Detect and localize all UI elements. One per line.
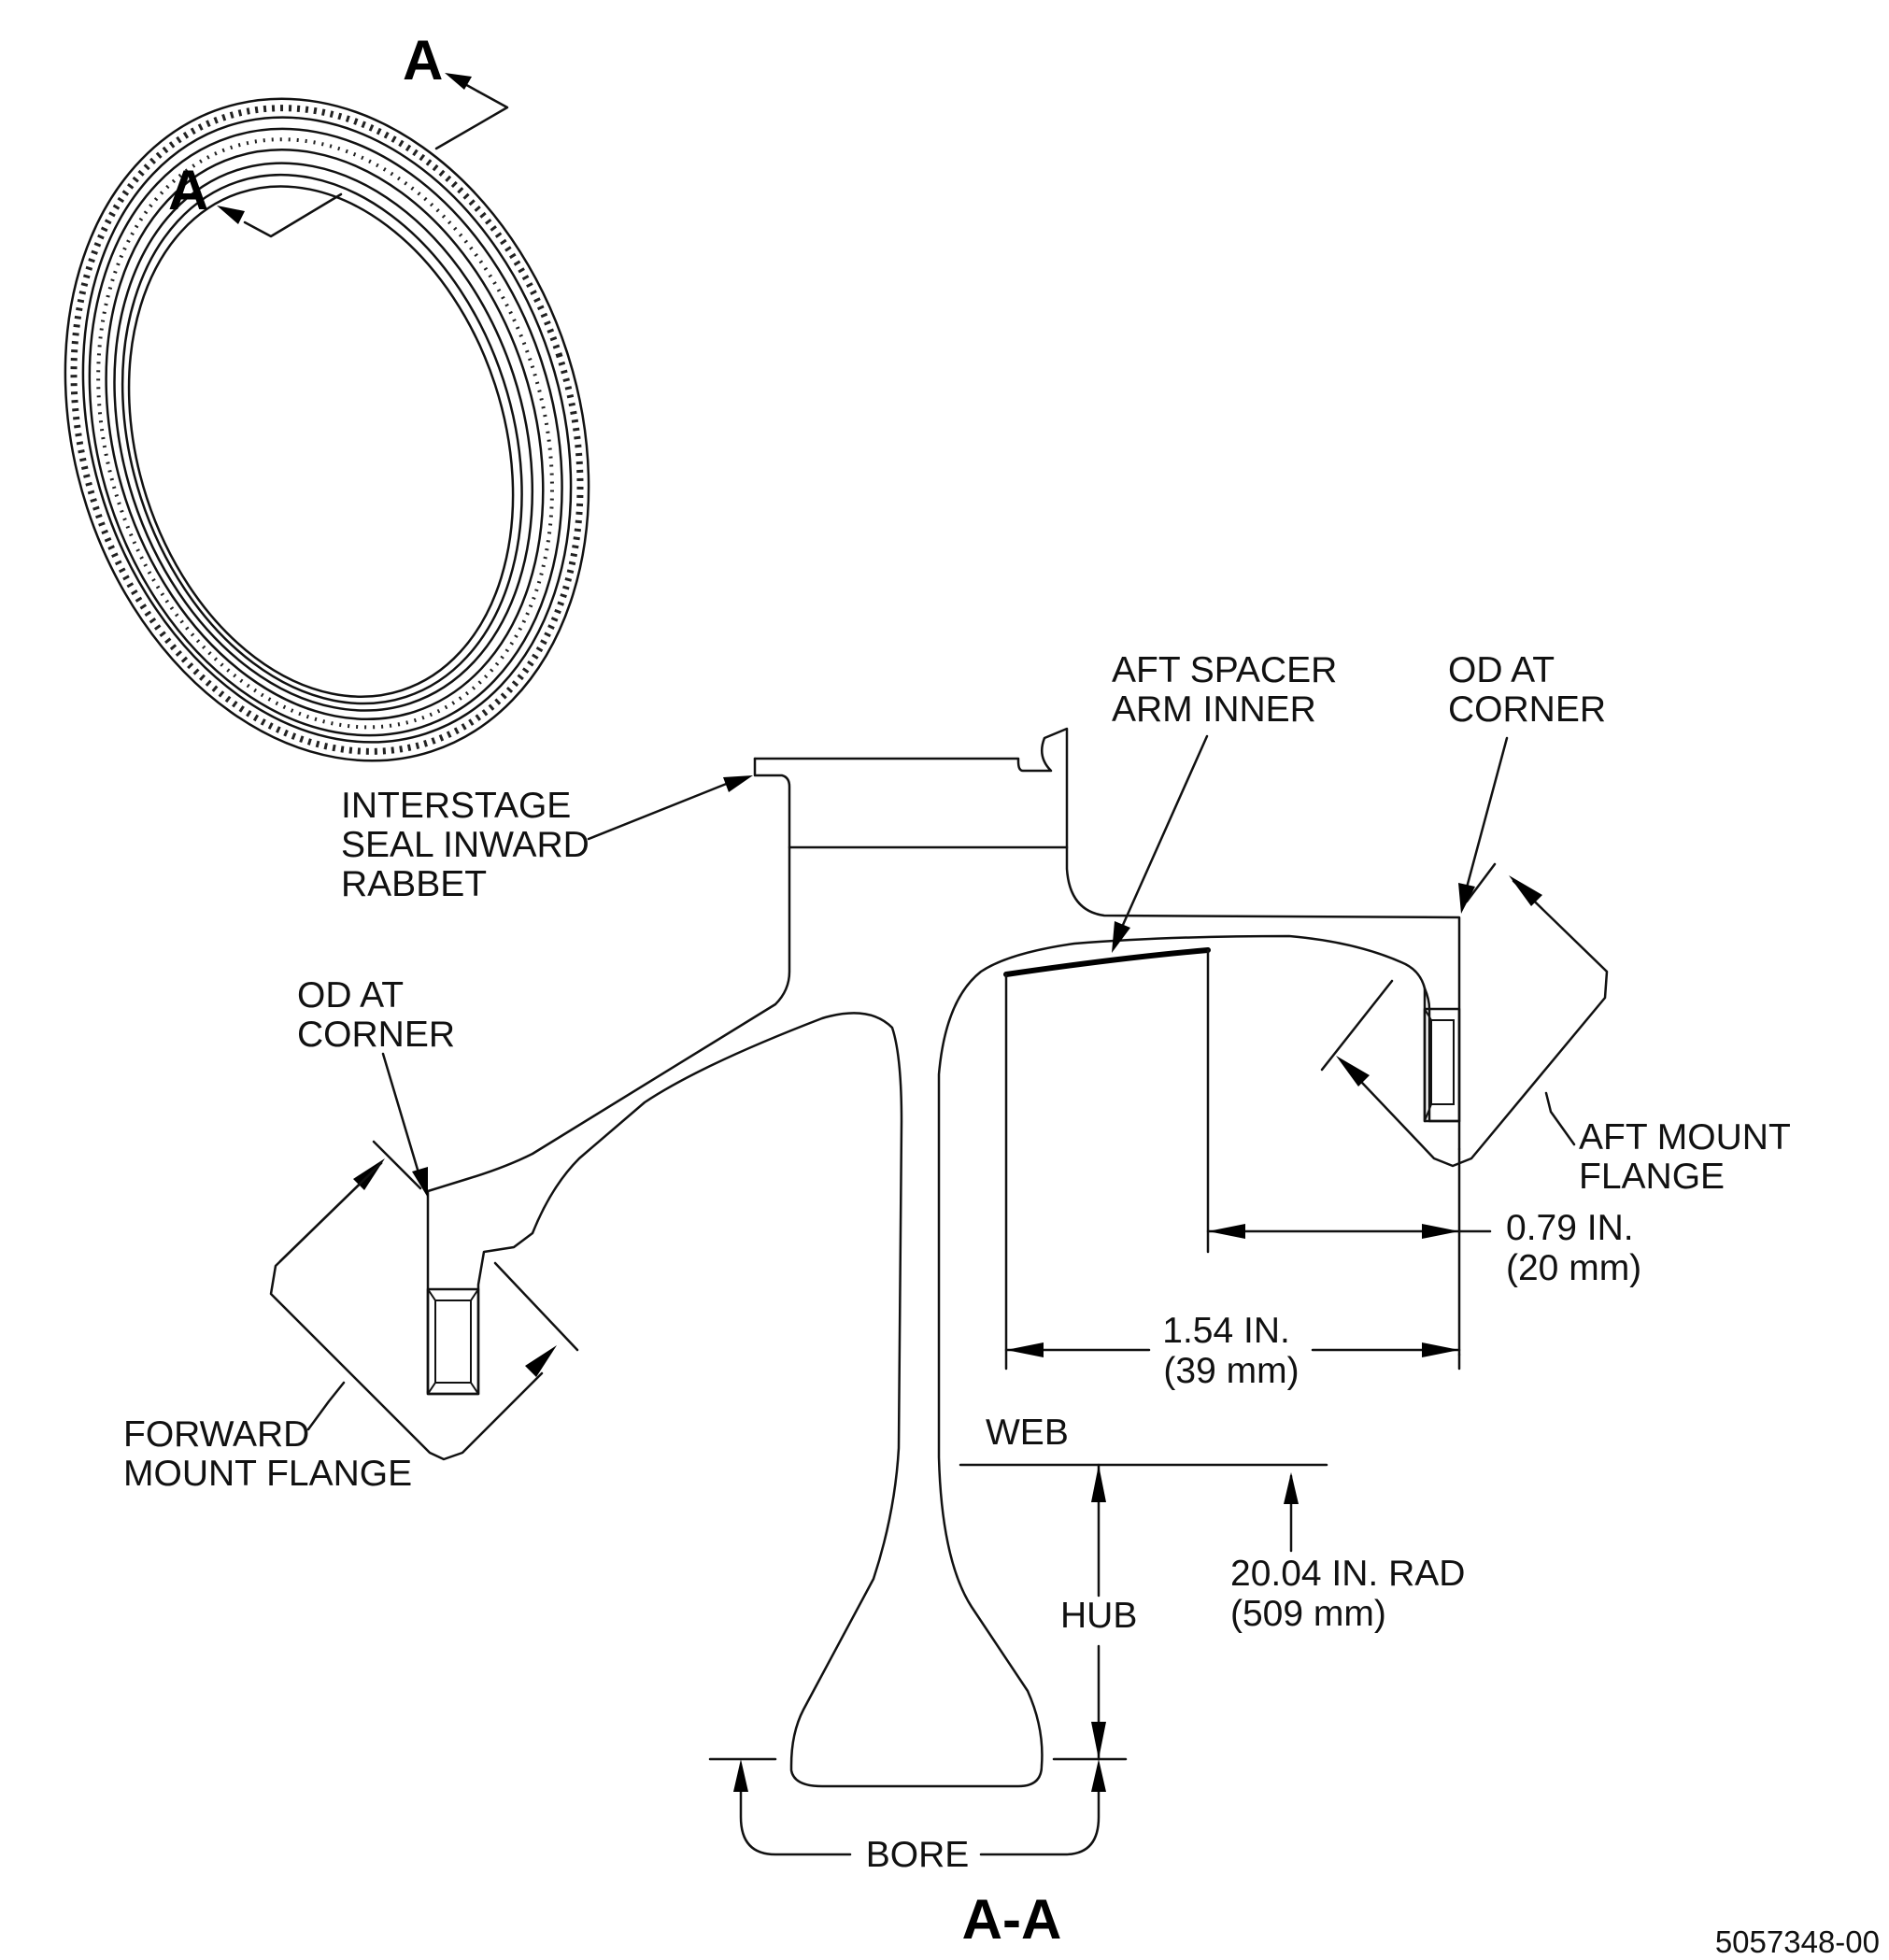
aft-flange-envelope bbox=[1320, 862, 1609, 1168]
cut-letter-lower: A bbox=[168, 159, 208, 221]
isometric-ring bbox=[64, 97, 590, 762]
label-od-corner-aft: OD AT CORNER bbox=[1448, 650, 1606, 730]
label-web: WEB bbox=[986, 1413, 1069, 1453]
label-od-corner-forward: OD AT CORNER bbox=[297, 975, 455, 1055]
cut-letter-upper: A bbox=[403, 29, 443, 92]
forward-flange-envelope bbox=[269, 1140, 579, 1461]
leader-aft-mount-flange bbox=[1544, 1091, 1576, 1146]
dimension-web-hub bbox=[959, 1463, 1328, 1761]
dimension-bore bbox=[708, 1757, 1106, 1856]
section-view-title: A-A bbox=[962, 1888, 1062, 1951]
label-bore: BORE bbox=[866, 1835, 970, 1875]
label-aft-offset-dim: 0.79 IN. (20 mm) bbox=[1506, 1208, 1643, 1288]
section-cut-marker-lower: A bbox=[168, 159, 343, 238]
leader-od-corner-forward bbox=[381, 1052, 428, 1198]
label-aft-mount-flange: AFT MOUNT FLANGE bbox=[1579, 1117, 1800, 1197]
leader-interstage-seal bbox=[587, 775, 753, 841]
dimension-arm-length bbox=[1004, 973, 1461, 1371]
leader-od-corner-aft bbox=[1458, 736, 1509, 914]
label-aft-spacer-arm: AFT SPACER ARM INNER bbox=[1112, 650, 1347, 730]
leader-forward-mount-flange bbox=[306, 1381, 346, 1431]
label-interstage-seal: INTERSTAGE SEAL INWARD RABBET bbox=[341, 786, 600, 904]
leader-aft-spacer-arm bbox=[1112, 734, 1209, 953]
dimension-aft-offset bbox=[1206, 948, 1492, 1356]
drawing-number: 5057348-00 bbox=[1715, 1924, 1880, 1959]
section-cut-marker-upper: A bbox=[403, 29, 509, 150]
label-hub: HUB bbox=[1060, 1596, 1137, 1636]
section-profile bbox=[426, 727, 1461, 1788]
label-arm-length-dim: 1.54 IN. (39 mm) bbox=[1162, 1311, 1300, 1391]
label-forward-mount-flange: FORWARD MOUNT FLANGE bbox=[123, 1414, 412, 1494]
label-web-radius-dim: 20.04 IN. RAD (509 mm) bbox=[1230, 1554, 1475, 1634]
